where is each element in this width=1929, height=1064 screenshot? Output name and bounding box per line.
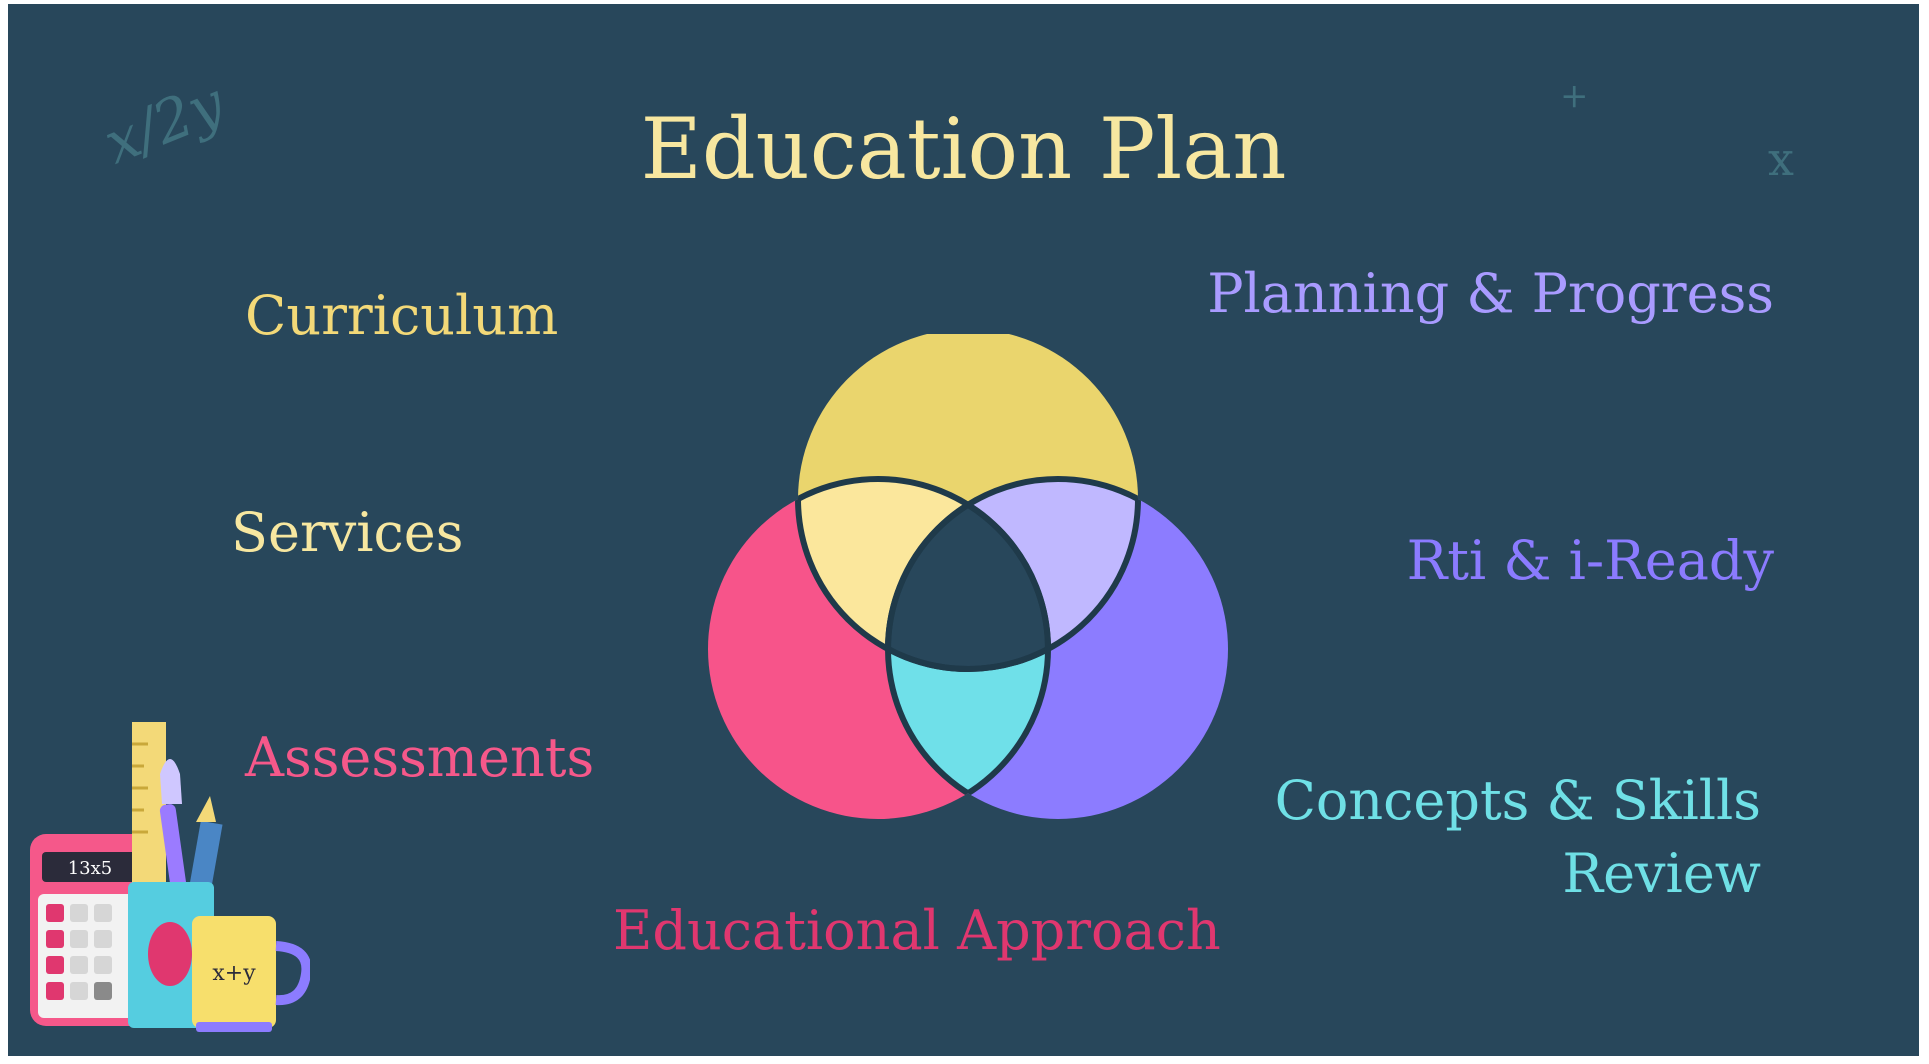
label-educational-approach: Educational Approach bbox=[613, 899, 1221, 962]
calculator-icon: 13x5 bbox=[30, 834, 160, 1026]
label-curriculum: Curriculum bbox=[245, 284, 559, 347]
label-concepts-skills: Concepts & Skills bbox=[1274, 769, 1761, 832]
label-assessments: Assessments bbox=[245, 726, 595, 789]
label-services: Services bbox=[231, 501, 464, 564]
calculator-display: 13x5 bbox=[68, 858, 113, 879]
label-review: Review bbox=[1562, 842, 1761, 905]
label-planning-progress: Planning & Progress bbox=[1207, 262, 1774, 325]
mug-text: x+y bbox=[212, 961, 256, 986]
label-rti-iready: Rti & i-Ready bbox=[1406, 529, 1774, 592]
x-decoration: x bbox=[1768, 132, 1794, 186]
slide: x/2y + x Education Plan Curriculum Servi… bbox=[8, 4, 1919, 1056]
mug-icon: x+y bbox=[192, 916, 310, 1032]
venn-diagram bbox=[708, 334, 1228, 819]
plus-decoration: + bbox=[1560, 76, 1589, 116]
school-supplies-illustration: 13x5 bbox=[30, 722, 310, 1032]
page-title: Education Plan bbox=[640, 100, 1287, 198]
